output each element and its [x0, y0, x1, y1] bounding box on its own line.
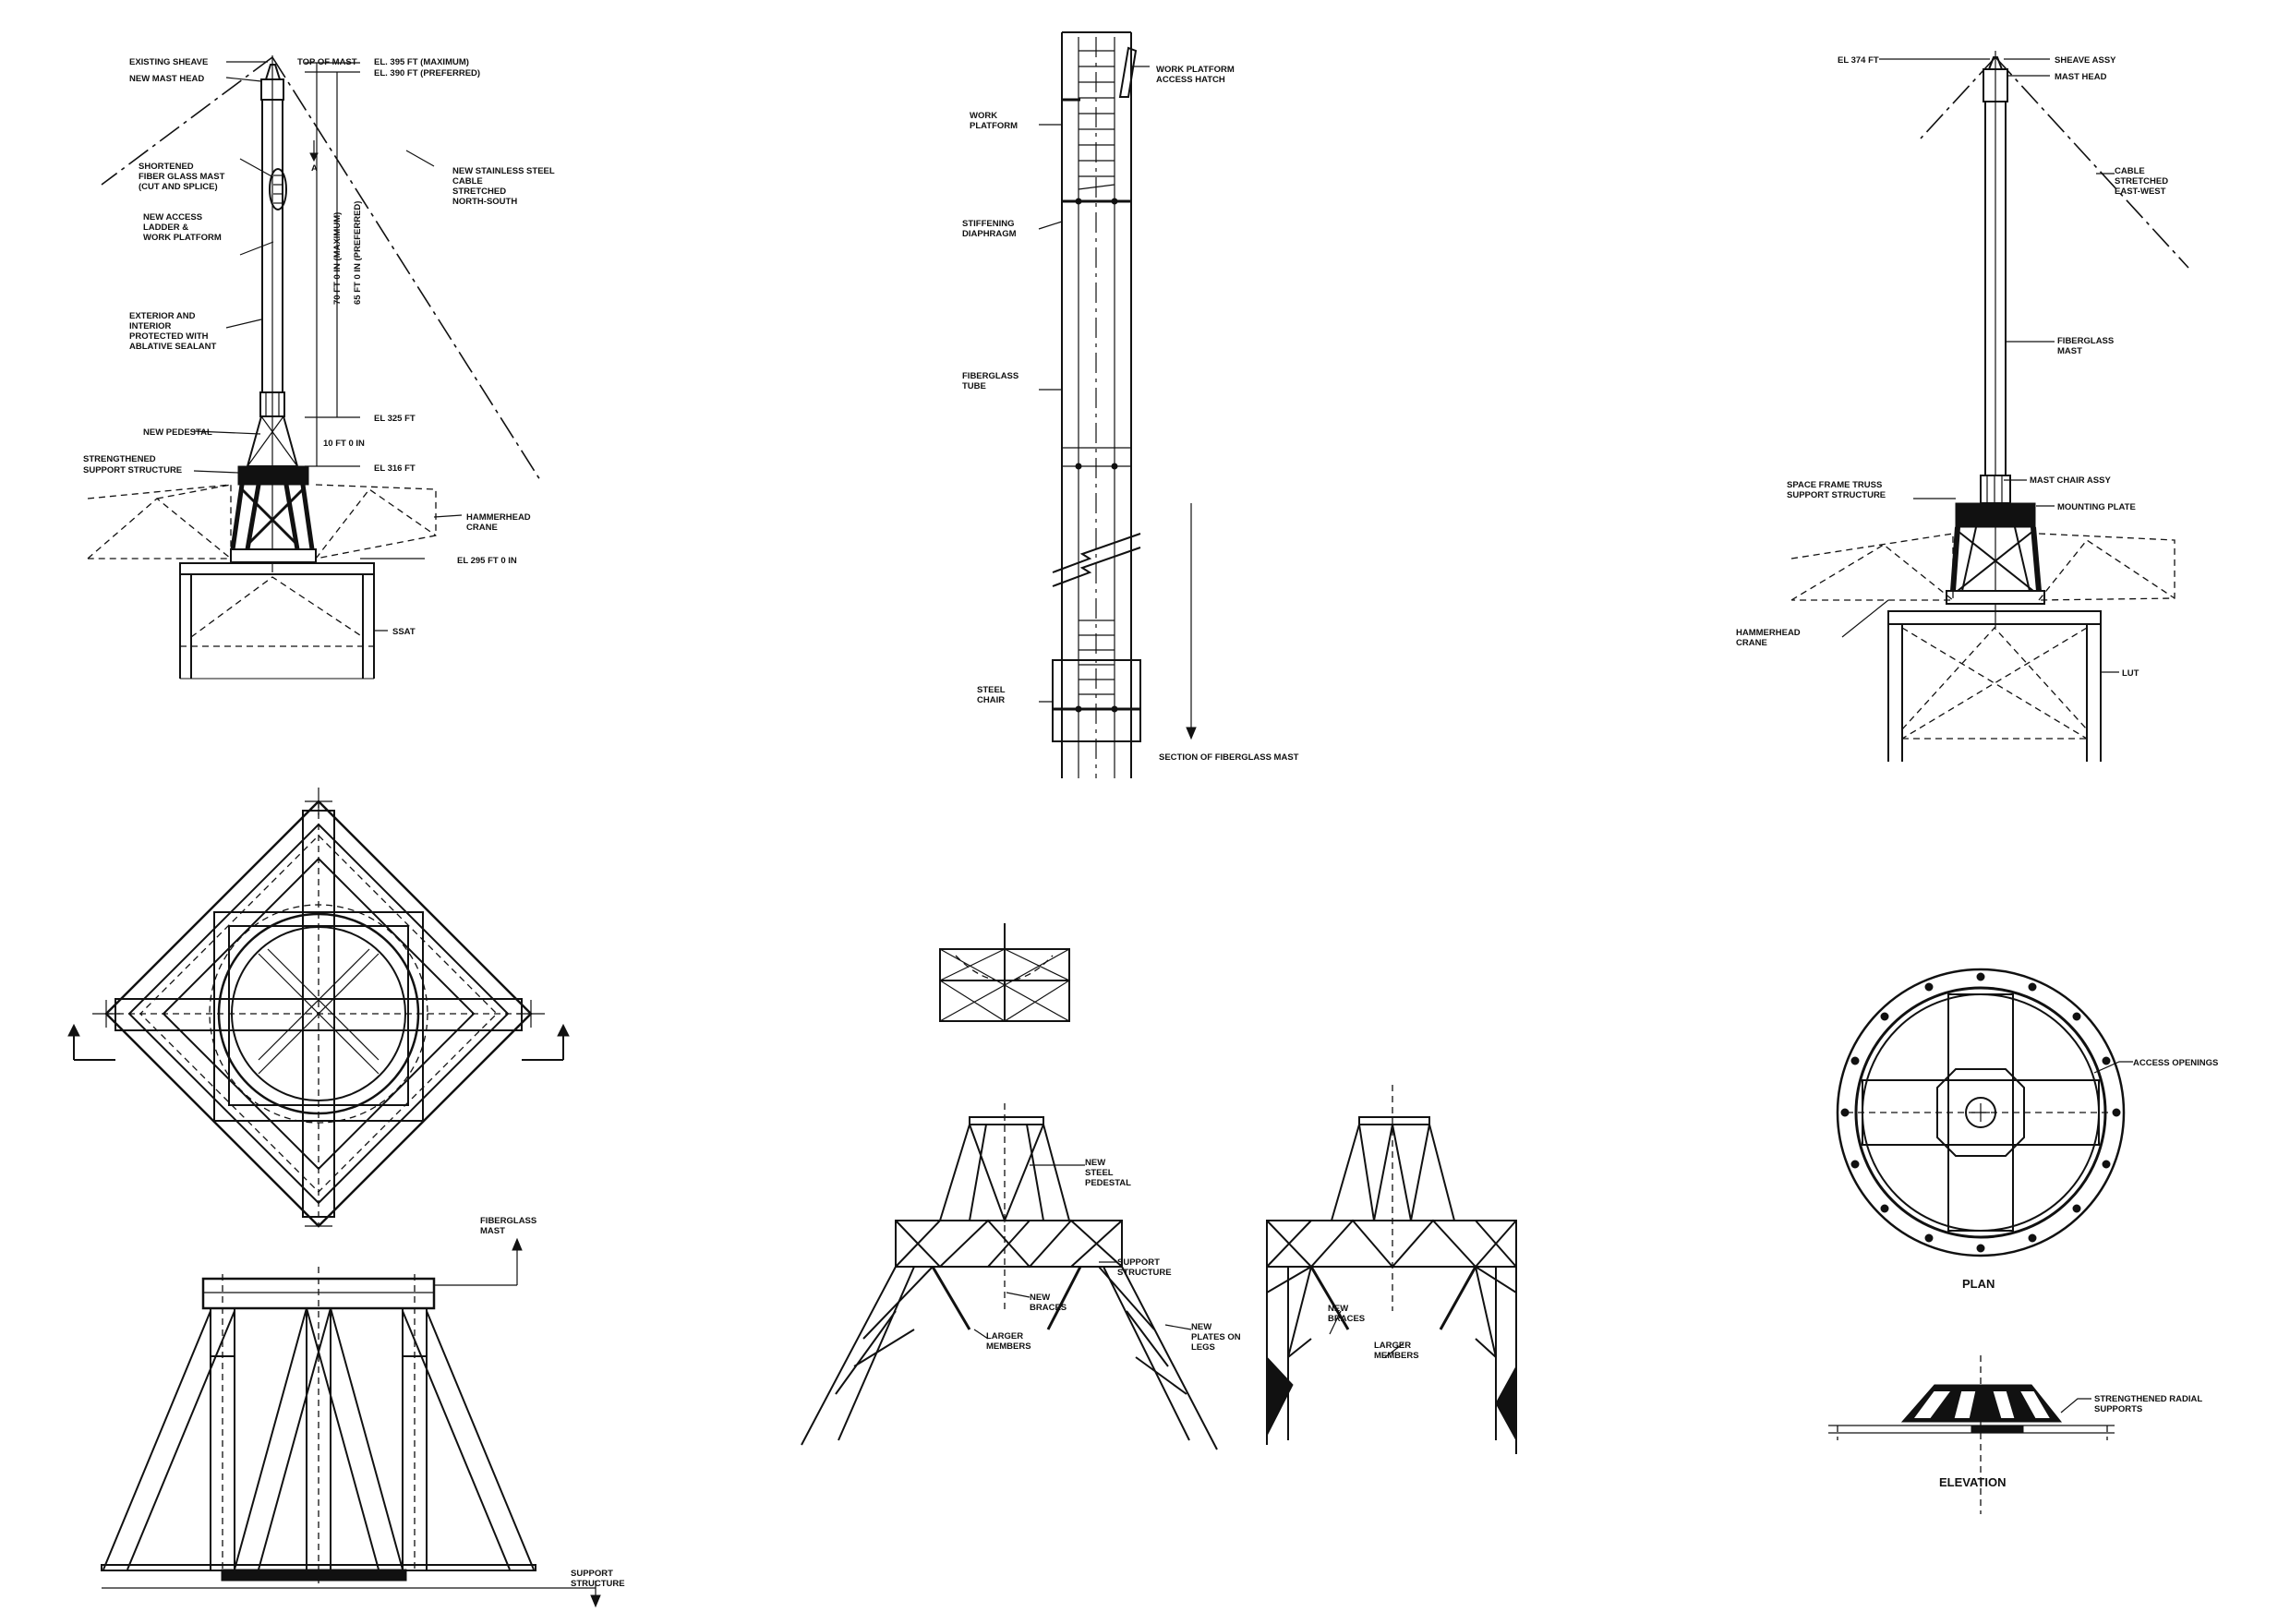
label-fiberglass-tube-2: TUBE [962, 381, 986, 391]
support-structure-elevation: FIBERGLASS MAST SUPPORT STRUCTURE [101, 1216, 625, 1608]
label-new-plates-2: PLATES ON [1191, 1332, 1241, 1342]
dim-10ft: 10 FT 0 IN [323, 439, 365, 449]
support-structure-plan [67, 788, 570, 1228]
label-hammerhead-1: HAMMERHEAD [466, 512, 531, 523]
label-radial-2: SUPPORTS [2094, 1404, 2142, 1414]
dim-pref: 65 FT 0 IN (PREFERRED) [353, 201, 363, 305]
label-cable-ns-4: NORTH-SOUTH [452, 197, 517, 207]
label-new-plates-3: LEGS [1191, 1342, 1215, 1353]
mast-elevation-east-west: EL 374 FT SHEAVE ASSY MAST HEAD CABLE ST… [1736, 51, 2189, 762]
label-radial-1: STRENGTHENED RADIAL [2094, 1394, 2202, 1404]
label-new-steel-pedestal-1: NEW [1085, 1158, 1105, 1168]
label-fiberglass-mast-1: FIBERGLASS [2057, 336, 2114, 346]
ladder-bottom [1079, 620, 1115, 695]
label-cable-ns-3: STRETCHED [452, 186, 506, 197]
label-steel-chair-1: STEEL [977, 685, 1006, 695]
label-ssat: SSAT [392, 627, 416, 637]
label-shortened-mast-3: (CUT AND SPLICE) [139, 182, 218, 192]
label-strengthened-2: SUPPORT STRUCTURE [83, 465, 182, 475]
label-top-of-mast: TOP OF MAST [297, 57, 357, 67]
section-of-fiberglass-mast: WORK PLATFORM ACCESS HATCH WORK PLATFORM… [962, 31, 1299, 778]
label-larger-members-1: LARGER [986, 1331, 1023, 1341]
label-work-platform-hatch-2: ACCESS HATCH [1156, 75, 1225, 85]
label-fiberglass-mast-bl-2: MAST [480, 1226, 505, 1236]
label-new-steel-pedestal-2: STEEL [1085, 1168, 1114, 1178]
label-strengthened-1: STRENGTHENED [83, 454, 156, 464]
label-work-platform-1: WORK [970, 111, 997, 121]
label-larger-members-r-2: MEMBERS [1374, 1351, 1419, 1361]
label-cable-ew-1: CABLE [2115, 166, 2145, 176]
label-shortened-mast-1: SHORTENED [139, 162, 194, 172]
label-new-braces-r-2: BRACES [1328, 1314, 1365, 1324]
label-new-plates-1: NEW [1191, 1322, 1211, 1332]
label-existing-sheave: EXISTING SHEAVE [129, 57, 208, 67]
label-cable-ns-1: NEW STAINLESS STEEL [452, 166, 555, 176]
label-plan: PLAN [1962, 1277, 1995, 1291]
label-new-braces-r-1: NEW [1328, 1304, 1348, 1314]
label-el-316: EL 316 FT [374, 463, 416, 474]
label-support-structure-c-1: SUPPORT [1117, 1257, 1160, 1268]
label-support-structure-bl-2: STRUCTURE [571, 1579, 625, 1589]
label-space-frame-2: SUPPORT STRUCTURE [1787, 490, 1886, 500]
label-access-ladder-1: NEW ACCESS [143, 212, 202, 223]
bolt-holes [1840, 972, 2121, 1253]
label-exterior-1: EXTERIOR AND [129, 311, 196, 321]
label-larger-members-r-1: LARGER [1374, 1341, 1411, 1351]
label-mounting-plate: MOUNTING PLATE [2057, 502, 2136, 512]
label-stiffening-1: STIFFENING [962, 219, 1014, 229]
label-fiberglass-mast-bl-1: FIBERGLASS [480, 1216, 536, 1226]
label-el-374: EL 374 FT [1838, 55, 1879, 66]
label-exterior-4: ABLATIVE SEALANT [129, 342, 216, 352]
label-cable-ns-2: CABLE [452, 176, 483, 186]
label-fiberglass-mast-2: MAST [2057, 346, 2082, 356]
label-access-ladder-2: LADDER & [143, 223, 188, 233]
label-access-ladder-3: WORK PLATFORM [143, 233, 222, 243]
label-hammerhead-2: CRANE [466, 523, 498, 533]
label-support-structure-bl-1: SUPPORT [571, 1569, 613, 1579]
label-new-steel-pedestal-3: PEDESTAL [1085, 1178, 1131, 1188]
label-el-pref: EL. 390 FT (PREFERRED) [374, 68, 480, 78]
dim-max: 70 FT 0 IN (MAXIMUM) [332, 212, 343, 305]
label-cable-ew-2: STRETCHED [2115, 176, 2168, 186]
label-el-295: EL 295 FT 0 IN [457, 556, 517, 566]
label-elevation: ELEVATION [1939, 1475, 2006, 1489]
label-mast-head: MAST HEAD [2055, 72, 2107, 82]
label-new-mast-head: NEW MAST HEAD [129, 74, 204, 84]
label-larger-members-2: MEMBERS [986, 1341, 1031, 1352]
label-mast-chair: MAST CHAIR ASSY [2030, 475, 2111, 486]
label-new-pedestal: NEW PEDESTAL [143, 427, 212, 438]
mounting-plate-plan: ACCESS OPENINGS PLAN [1836, 968, 2218, 1291]
label-cable-ew-3: EAST-WEST [2115, 186, 2166, 197]
label-new-braces-2: BRACES [1030, 1303, 1067, 1313]
label-el-max: EL. 395 FT (MAXIMUM) [374, 57, 469, 67]
label-access-openings: ACCESS OPENINGS [2133, 1058, 2218, 1068]
label-exterior-3: PROTECTED WITH [129, 331, 209, 342]
label-support-structure-c-2: STRUCTURE [1117, 1268, 1172, 1278]
label-hammerhead-r-1: HAMMERHEAD [1736, 628, 1801, 638]
mast-elevation-north-south: EXISTING SHEAVE NEW MAST HEAD TOP OF MAS… [83, 55, 555, 680]
label-space-frame-1: SPACE FRAME TRUSS [1787, 480, 1882, 490]
radial-supports-elevation: STRENGTHENED RADIAL SUPPORTS ELEVATION [1828, 1355, 2202, 1514]
label-work-platform-hatch-1: WORK PLATFORM [1156, 65, 1235, 75]
label-new-braces-1: NEW [1030, 1293, 1050, 1303]
label-stiffening-2: DIAPHRAGM [962, 229, 1017, 239]
label-work-platform-2: PLATFORM [970, 121, 1018, 131]
label-steel-chair-2: CHAIR [977, 695, 1005, 705]
label-lut: LUT [2122, 668, 2139, 679]
pedestal-truss-elevations: NEW STEEL PEDESTAL SUPPORT STRUCTURE NEW… [801, 923, 1517, 1454]
label-hammerhead-r-2: CRANE [1736, 638, 1767, 648]
label-exterior-2: INTERIOR [129, 321, 172, 331]
ladder-top [1079, 50, 1115, 177]
section-title: SECTION OF FIBERGLASS MAST [1159, 752, 1299, 763]
label-el-325: EL 325 FT [374, 414, 416, 424]
label-sheave-assy: SHEAVE ASSY [2055, 55, 2116, 66]
label-fiberglass-tube-1: FIBERGLASS [962, 371, 1018, 381]
label-shortened-mast-2: FIBER GLASS MAST [139, 172, 225, 182]
section-mark-a: A [311, 163, 318, 174]
